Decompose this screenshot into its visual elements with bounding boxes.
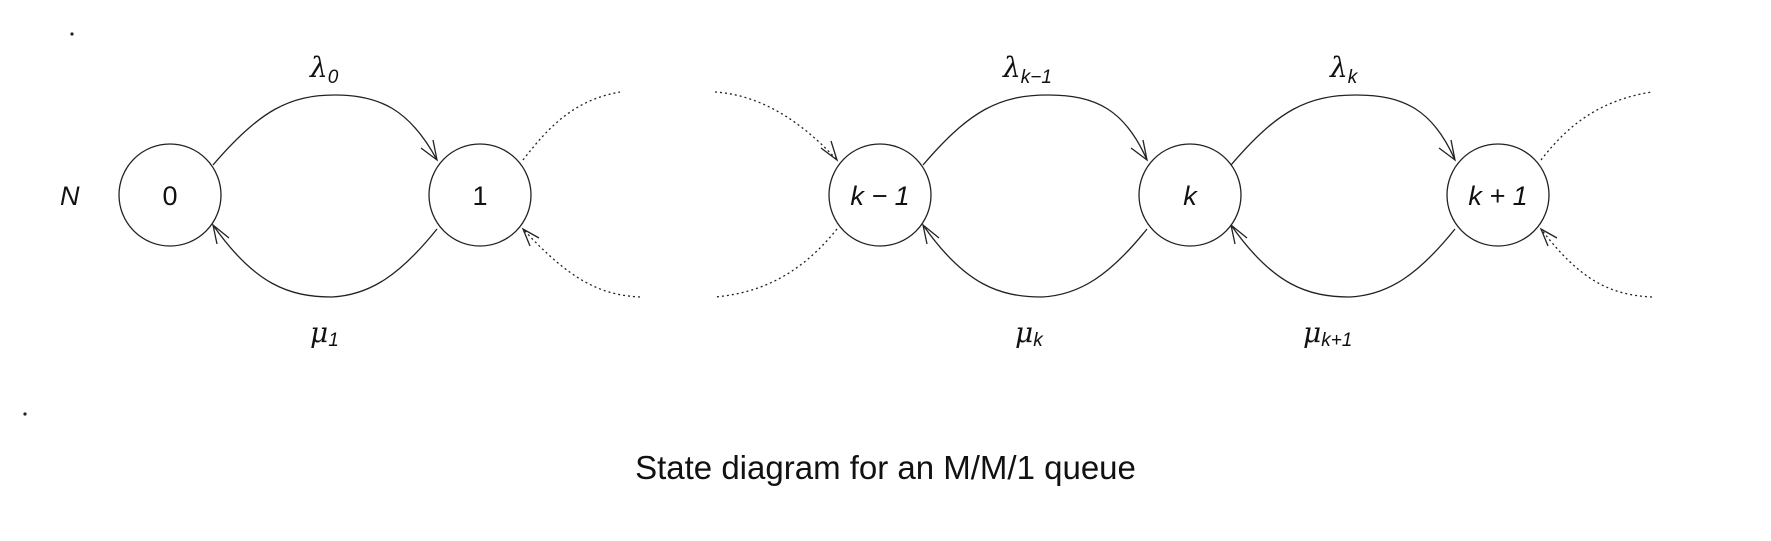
rate-symbol: λ (1329, 51, 1348, 84)
rate-symbol: λ (1002, 51, 1021, 84)
state-label: 0 (162, 181, 177, 211)
arrival-rate-label: λ0 (309, 51, 339, 88)
service-arc-k+1-to-k (1230, 224, 1456, 298)
service-arc-k-to-k-1 (922, 224, 1148, 298)
arrival-arc-k-to-k+1 (1230, 94, 1456, 166)
state-node-1: 1 (428, 143, 532, 247)
dotted-arc-into-1 (522, 228, 641, 298)
rate-subscript: k (1033, 330, 1044, 351)
dot-mark (23, 412, 27, 416)
rate-subscript: k+1 (1321, 330, 1352, 351)
dotted-arrowhead (521, 227, 540, 247)
dot-mark (70, 32, 74, 36)
axis-label-n: N (60, 181, 80, 211)
dotted-arc-out-of-k-1 (714, 228, 838, 298)
dotted-arc-into-k-1 (714, 91, 838, 161)
service-arc-1-to-0 (212, 224, 438, 298)
arrival-arc-0-to-1 (212, 94, 438, 166)
rate-subscript: 0 (328, 67, 339, 88)
rate-symbol: μ (1303, 316, 1321, 349)
arrival-rate-label: λk (1329, 51, 1359, 88)
dotted-arrowhead (820, 140, 839, 162)
service-rate-label: μk (1015, 316, 1044, 351)
rate-subscript: k (1348, 67, 1359, 88)
arrival-arrowhead (420, 139, 438, 162)
arrival-arrowhead (1438, 139, 1456, 162)
state-label: 1 (472, 181, 487, 211)
arrival-arrowhead (1130, 139, 1148, 162)
state-node-k-minus-1: k − 1 (828, 143, 932, 247)
state-node-k-plus-1: k + 1 (1446, 143, 1550, 247)
dotted-arc-out-of-1 (522, 91, 621, 161)
dotted-arc-into-k+1 (1540, 228, 1653, 298)
rate-symbol: μ (1015, 316, 1033, 349)
arrival-rate-label: λk−1 (1002, 51, 1052, 88)
state-label: k + 1 (1468, 181, 1527, 211)
rate-symbol: λ (309, 51, 328, 84)
rate-subscript: k−1 (1021, 67, 1052, 88)
dotted-arc-out-of-k+1 (1540, 91, 1653, 161)
rate-symbol: μ (310, 316, 328, 349)
dotted-arrowhead (1539, 227, 1558, 247)
state-node-k: k (1138, 143, 1242, 247)
state-node-0: 0 (118, 143, 222, 247)
rate-subscript: 1 (328, 330, 339, 351)
state-label: k − 1 (850, 181, 909, 211)
service-rate-label: μ1 (310, 316, 339, 351)
diagram-caption: State diagram for an M/M/1 queue (635, 449, 1136, 486)
service-arrowhead (211, 223, 230, 245)
service-arrowhead (921, 223, 940, 245)
service-rate-label: μk+1 (1303, 316, 1352, 351)
arrival-arc-k-1-to-k (922, 94, 1148, 166)
state-label: k (1183, 181, 1198, 211)
